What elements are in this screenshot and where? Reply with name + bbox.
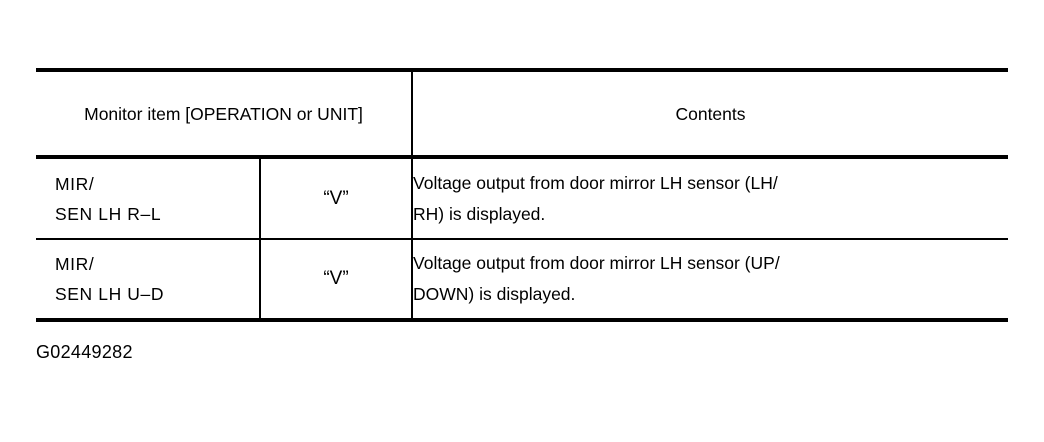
monitor-item-table: Monitor item [OPERATION or UNIT] Content… xyxy=(36,68,1008,322)
monitor-item-unit: “V” xyxy=(323,187,349,209)
column-header-monitor-item-label: Monitor item [OPERATION or UNIT] xyxy=(84,103,363,124)
table-bottom-rule xyxy=(36,318,1008,322)
table-top-rule xyxy=(36,68,1008,72)
monitor-item-name: MIR/ SEN LH U–D xyxy=(55,254,165,304)
table-vertical-divider-unit-contents xyxy=(411,70,413,320)
column-header-contents: Contents xyxy=(413,72,1008,155)
monitor-item-contents: Voltage output from door mirror LH senso… xyxy=(413,253,780,304)
table-vertical-divider-item-unit xyxy=(259,157,261,320)
monitor-item-contents-cell: Voltage output from door mirror LH senso… xyxy=(413,159,1008,238)
monitor-item-contents-cell: Voltage output from door mirror LH senso… xyxy=(413,240,1008,318)
monitor-item-name: MIR/ SEN LH R–L xyxy=(55,173,162,224)
monitor-item-unit: “V” xyxy=(323,268,349,289)
table-row: MIR/ SEN LH U–D xyxy=(36,240,259,318)
monitor-item-unit-cell: “V” xyxy=(261,159,411,238)
column-header-monitor-item: Monitor item [OPERATION or UNIT] xyxy=(36,72,411,155)
table-row: MIR/ SEN LH R–L xyxy=(36,159,259,238)
monitor-item-contents: Voltage output from door mirror LH senso… xyxy=(413,172,778,224)
monitor-item-unit-cell: “V” xyxy=(261,240,411,318)
table-row-divider-rule xyxy=(36,238,1008,240)
figure-id-caption: G02449282 xyxy=(36,342,133,362)
column-header-contents-label: Contents xyxy=(675,103,746,124)
table-header-rule xyxy=(36,155,1008,159)
